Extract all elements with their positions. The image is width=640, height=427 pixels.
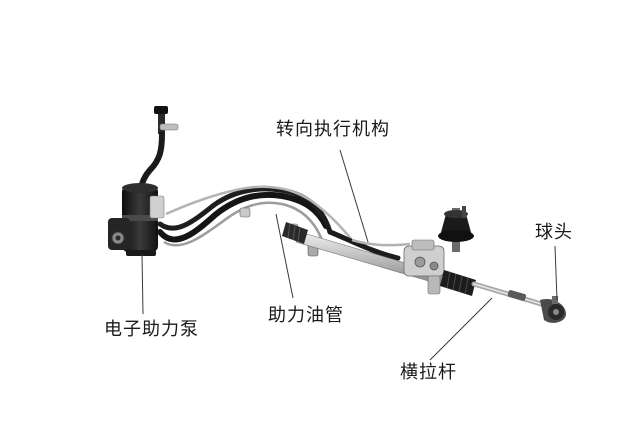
hose-metal-1: [163, 201, 324, 247]
hose-dark-2: [157, 186, 333, 235]
leader-steering: [339, 149, 369, 243]
label-ball-joint: 球头: [535, 222, 573, 243]
input-shaft: [438, 206, 474, 252]
leader-balljoint: [554, 245, 558, 301]
label-tie-rod: 横拉杆: [400, 362, 457, 383]
valve-housing: [403, 239, 445, 295]
label-electric-pump: 电子助力泵: [104, 319, 199, 340]
leader-tierod: [429, 297, 493, 361]
ball-joint: [540, 296, 566, 323]
rack-boot-left: [282, 222, 308, 244]
reservoir-cap: [154, 106, 168, 114]
leader-hose: [275, 213, 294, 299]
pump-bracket: [149, 195, 165, 219]
hose-metal-2: [165, 185, 353, 241]
hose-dark-1: [157, 191, 329, 243]
leader-pump: [141, 253, 144, 315]
reservoir-clamp: [159, 123, 179, 131]
rack-boot-right: [440, 270, 476, 296]
pump-top: [122, 183, 158, 193]
steering-rack-group: [282, 206, 476, 296]
label-steering-actuator: 转向执行机构: [276, 119, 390, 140]
leader-lines: [141, 149, 558, 361]
tie-rod-group: [471, 281, 566, 323]
electric-pump-group: [108, 106, 179, 256]
label-oil-hose: 助力油管: [268, 305, 344, 326]
pump-band: [122, 215, 158, 221]
hose-fitting: [239, 207, 251, 218]
